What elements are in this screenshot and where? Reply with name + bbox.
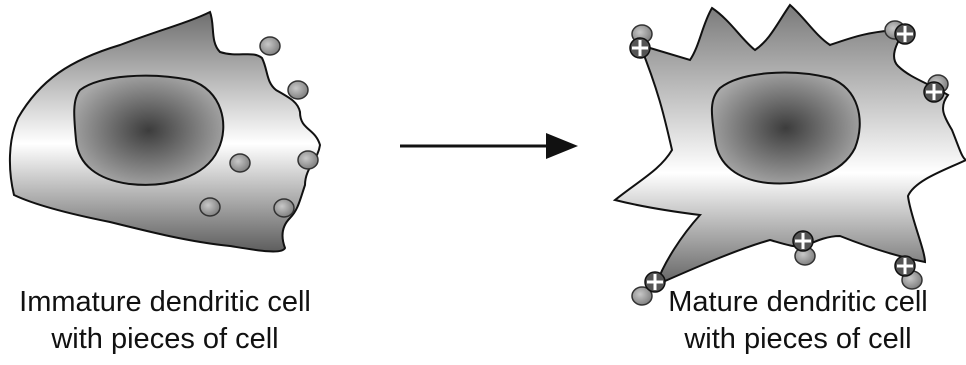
presented-fragment xyxy=(792,230,816,266)
presented-fragment xyxy=(923,74,949,103)
presented-fragment xyxy=(884,20,916,45)
mature-cell-presented-fragments xyxy=(629,20,949,306)
presented-fragment xyxy=(631,271,666,306)
immature-dendritic-cell xyxy=(8,10,322,253)
immature-cell-caption: Immature dendritic cell with pieces of c… xyxy=(0,284,330,358)
mature-cell-nucleus xyxy=(710,71,861,185)
presented-fragment xyxy=(894,255,923,290)
cell-fragment xyxy=(229,153,251,173)
mature-dendritic-cell xyxy=(612,3,966,306)
cell-fragment xyxy=(287,80,309,100)
presented-fragment xyxy=(629,24,653,59)
cell-fragment xyxy=(199,197,221,217)
immature-cell-nucleus xyxy=(73,74,225,186)
immature-cell-fragments xyxy=(199,36,319,218)
immature-caption-line1: Immature dendritic cell xyxy=(19,286,311,318)
maturation-arrow xyxy=(400,133,578,159)
arrow-head xyxy=(546,133,578,159)
cell-fragment xyxy=(273,198,295,218)
mature-caption-line2: with pieces of cell xyxy=(684,323,912,355)
cell-fragment xyxy=(259,36,281,56)
cell-fragment xyxy=(297,150,319,170)
mature-caption-line1: Mature dendritic cell xyxy=(668,286,928,318)
immature-caption-line2: with pieces of cell xyxy=(51,323,279,355)
mature-cell-caption: Mature dendritic cell with pieces of cel… xyxy=(630,284,966,358)
